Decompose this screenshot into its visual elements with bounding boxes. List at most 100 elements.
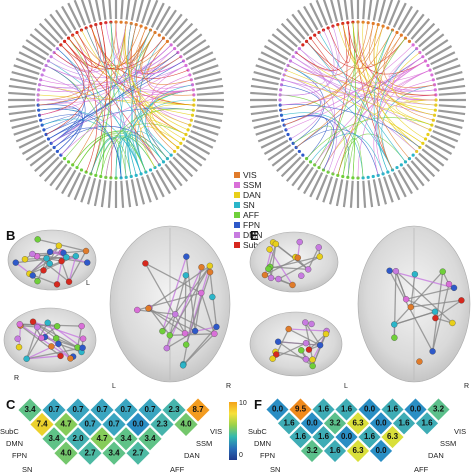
- brain-node: [411, 271, 419, 278]
- panel-label-b: B: [6, 228, 16, 243]
- chord-link: [145, 84, 193, 163]
- brain-node: [265, 265, 272, 272]
- node-label-mark: [435, 119, 463, 130]
- brain-node: [84, 259, 91, 266]
- chord-link: [38, 104, 83, 152]
- brain-edge: [182, 267, 203, 366]
- brain-edge: [394, 311, 436, 326]
- brain-edge: [268, 255, 320, 270]
- matrix-value: 3.4: [108, 448, 120, 457]
- node-label-mark: [185, 139, 211, 155]
- node-label-mark: [424, 39, 449, 56]
- matrix-cell: [65, 398, 91, 423]
- legend-item-dmn: DMN: [234, 230, 264, 240]
- node-label-mark: [43, 18, 64, 40]
- node-label-mark: [377, 177, 388, 205]
- node-label-mark: [130, 0, 138, 21]
- chord-link: [50, 22, 127, 73]
- chord-node: [281, 118, 285, 122]
- chord-link: [72, 22, 127, 166]
- node-label-mark: [11, 70, 39, 81]
- matrix-cell: [323, 411, 347, 436]
- chord-link: [141, 32, 192, 85]
- node-label-mark: [140, 0, 152, 24]
- chord-link: [295, 37, 406, 148]
- chord-link: [280, 60, 426, 106]
- brain-network-e: [261, 238, 465, 370]
- node-label-mark: [182, 144, 207, 161]
- colorbar-tick-top: 10: [239, 400, 247, 407]
- chord-link: [45, 65, 187, 83]
- brain-node: [386, 267, 393, 274]
- chord-link: [377, 48, 417, 173]
- brain-node: [298, 272, 305, 279]
- node-label-mark: [190, 129, 217, 143]
- chord-node: [109, 20, 113, 24]
- matrix-cell: [41, 398, 67, 423]
- node-label-mark: [8, 84, 36, 91]
- brain-node: [60, 249, 67, 256]
- legend-label: SN: [243, 200, 255, 210]
- node-label-mark: [101, 0, 107, 20]
- node-label-mark: [93, 179, 102, 207]
- chord-link: [389, 122, 424, 148]
- node-label-mark: [377, 0, 386, 23]
- node-label-mark: [367, 0, 373, 20]
- matrix-value: 0.0: [410, 405, 422, 414]
- side-label-left: L: [344, 383, 348, 390]
- node-label-mark: [410, 160, 431, 182]
- chord-link: [342, 37, 406, 177]
- chord-link: [314, 34, 406, 69]
- brain-node: [213, 323, 220, 331]
- chord-link: [284, 74, 337, 173]
- matrix-cell: [300, 411, 324, 436]
- chord-link: [90, 23, 107, 174]
- chord-node: [399, 163, 403, 167]
- brain-node: [63, 254, 70, 261]
- matrix-value: 0.7: [144, 405, 156, 414]
- node-label-mark: [49, 163, 68, 187]
- matrix-value: 4.7: [96, 434, 108, 443]
- node-label-mark: [387, 174, 401, 201]
- chord-link: [314, 60, 426, 166]
- matrix-cell: [101, 440, 127, 466]
- chord-node: [386, 26, 390, 30]
- node-label-mark: [67, 172, 82, 198]
- node-label-mark: [421, 33, 445, 52]
- node-label-mark: [29, 148, 53, 167]
- node-label-mark: [430, 51, 456, 66]
- node-label-mark: [120, 0, 124, 20]
- row-label: SSM: [196, 439, 212, 448]
- brain-node: [211, 330, 218, 337]
- node-label-mark: [255, 64, 282, 76]
- node-label-mark: [80, 0, 92, 24]
- brain-edge: [278, 341, 321, 346]
- chord-link: [306, 117, 432, 159]
- chord-link: [295, 22, 350, 71]
- matrix-cell: [125, 411, 151, 437]
- node-label-mark: [342, 180, 349, 208]
- node-label-mark: [125, 0, 131, 20]
- matrix-value: 0.0: [375, 418, 387, 427]
- node-label-mark: [397, 169, 413, 195]
- brain-edge: [393, 271, 444, 325]
- chord-link: [287, 65, 393, 171]
- row-label: FPN: [12, 451, 27, 460]
- panel-label-e: E: [250, 228, 259, 243]
- node-label-mark: [193, 70, 221, 81]
- chord-link: [347, 29, 393, 178]
- matrix-value: 0.0: [132, 420, 144, 429]
- node-label-mark: [260, 134, 286, 149]
- node-label-mark: [343, 0, 349, 20]
- chord-node: [279, 88, 283, 92]
- node-label-mark: [315, 0, 329, 26]
- node-label-mark: [336, 0, 344, 21]
- matrix-value: 7.4: [36, 420, 48, 429]
- node-label-mark: [13, 64, 40, 76]
- brain-node: [183, 341, 190, 348]
- node-label-mark: [168, 18, 189, 40]
- matrix-cell: [426, 398, 451, 422]
- node-label-mark: [362, 180, 367, 208]
- matrix-value: 1.6: [341, 405, 353, 414]
